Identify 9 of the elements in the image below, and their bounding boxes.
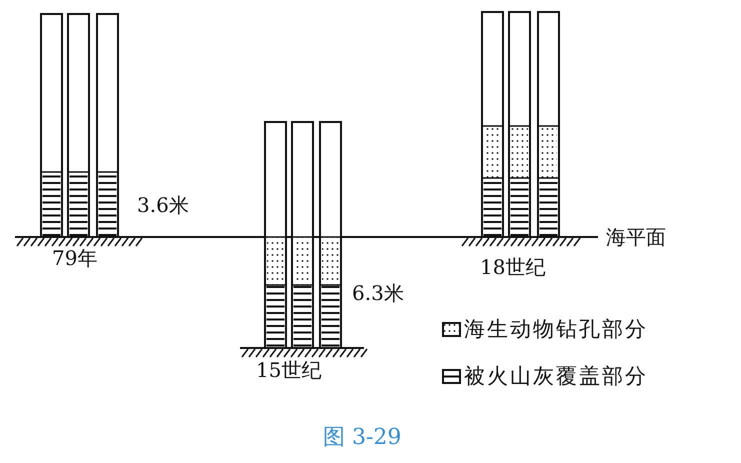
year-label: 18世纪: [480, 255, 546, 279]
height-label: 6.3米: [352, 281, 404, 305]
legend-text: 被火山灰覆盖部分: [464, 364, 648, 388]
legend-text: 海生动物钻孔部分: [464, 317, 648, 341]
year-label: 79年: [52, 246, 98, 270]
height-label: 3.6米: [137, 193, 189, 217]
figure-caption: 图 3-29: [323, 424, 402, 452]
year-label: 15世纪: [256, 358, 322, 382]
sea-level-label: 海平面: [606, 225, 666, 249]
